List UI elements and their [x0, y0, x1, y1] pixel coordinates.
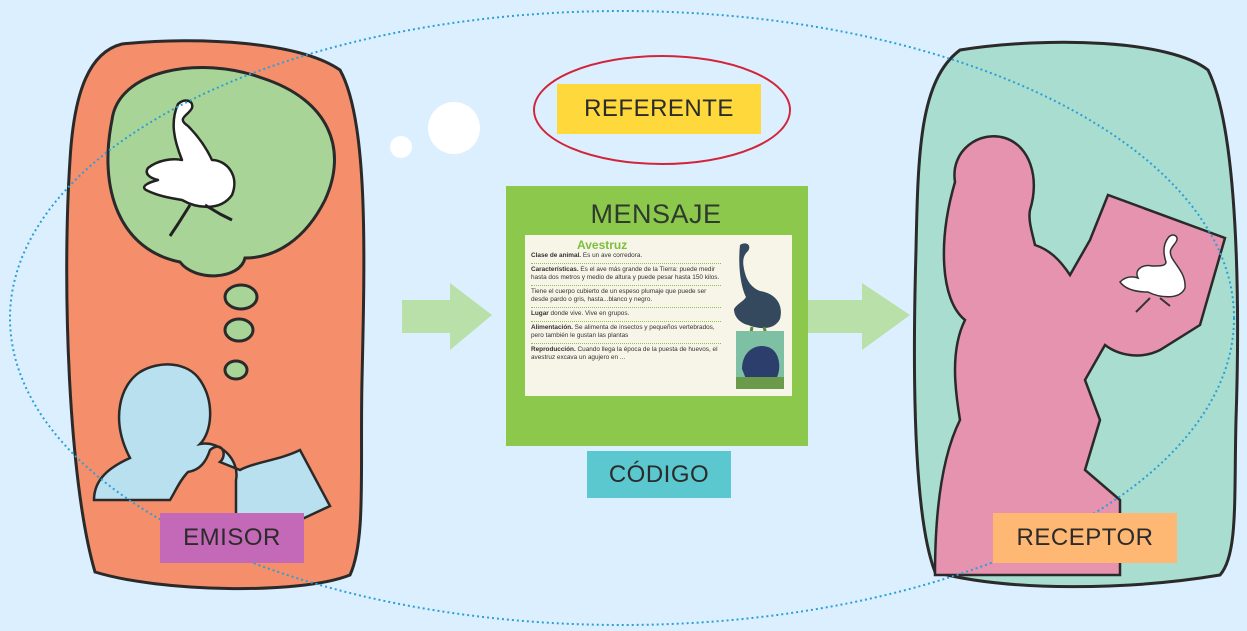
- emisor-label: EMISOR: [160, 513, 304, 563]
- card-paragraph: Tiene el cuerpo cubierto de un espeso pl…: [531, 288, 707, 303]
- card-paragraph: Características. Es el ave más grande de…: [531, 266, 720, 281]
- card-ostrich-picture: [734, 243, 784, 389]
- thought-bubble-dot: [223, 317, 255, 343]
- card-paragraph: Lugar donde vive. Vive en grupos.: [531, 310, 630, 317]
- card-paragraph: Alimentación. Se alimenta de insectos y …: [531, 324, 715, 339]
- person-writing-silhouette: [92, 363, 332, 522]
- wave-divider: [531, 260, 721, 264]
- thought-bubble-dot: [223, 359, 249, 381]
- referente-label: REFERENTE: [557, 84, 761, 134]
- mensaje-label: MENSAJE: [590, 198, 722, 229]
- message-card: Avestruz Clase de animal. Es un ave corr…: [525, 235, 792, 396]
- receptor-label: RECEPTOR: [993, 513, 1177, 563]
- wave-divider: [531, 304, 721, 308]
- wave-divider: [531, 318, 721, 322]
- card-paragraph: Clase de animal. Es un ave corredora.: [531, 252, 643, 259]
- card-paragraph: Reproducción. Cuando llega la época de l…: [531, 346, 718, 361]
- wave-divider: [531, 340, 721, 344]
- referente-ellipse: [533, 55, 791, 165]
- bubble-circle: [390, 136, 412, 158]
- codigo-label: CÓDIGO: [587, 451, 731, 498]
- ostrich-icon: [1119, 234, 1186, 313]
- thought-bubble-dot: [223, 283, 259, 311]
- ostrich-icon: [142, 99, 236, 237]
- person-reading-silhouette: [933, 135, 1227, 577]
- card-title: Avestruz: [577, 238, 628, 252]
- arrow-emisor-to-mensaje: [402, 283, 492, 350]
- arrow-mensaje-to-receptor: [808, 283, 910, 350]
- wave-divider: [531, 282, 721, 286]
- communication-outline: [9, 10, 1235, 626]
- bubble-circle: [428, 102, 480, 154]
